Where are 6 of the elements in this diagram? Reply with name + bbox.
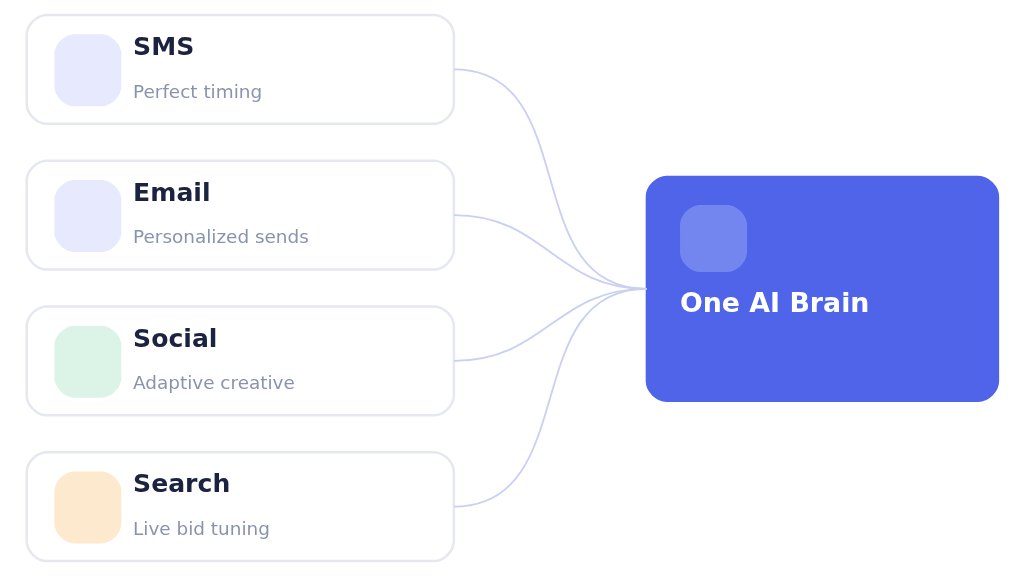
node-box: Social Adaptive creative: [24, 305, 455, 417]
node-box: Search Live bid tuning: [24, 450, 455, 563]
connector: [452, 287, 647, 508]
node-box: One AI Brain: [645, 175, 999, 402]
node-box: Email Personalized sends: [24, 159, 455, 271]
node-box: SMS Perfect timing: [24, 13, 455, 126]
